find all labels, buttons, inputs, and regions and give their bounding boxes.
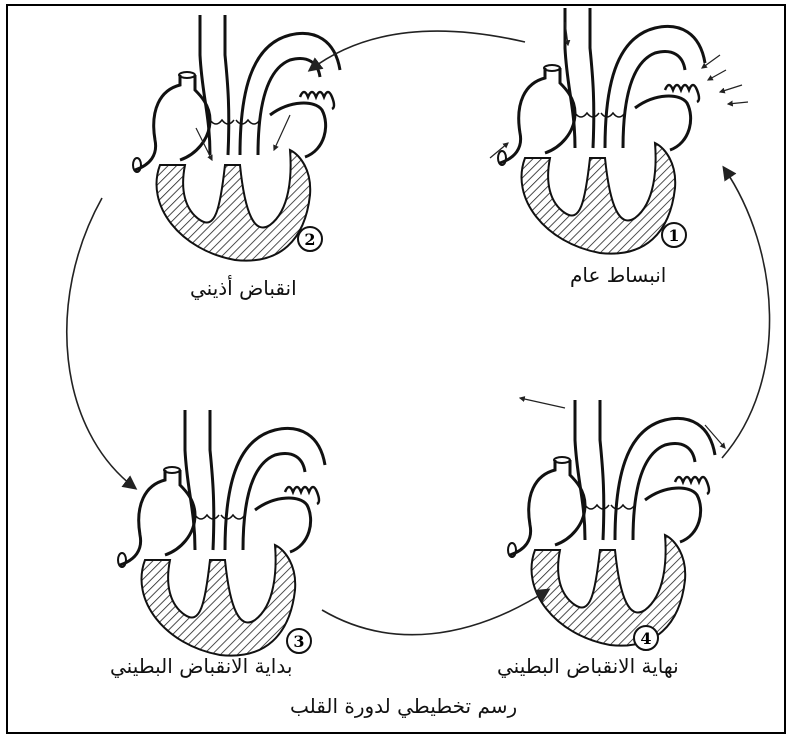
stage-label-3: بداية الانقباض البطيني [110,654,292,678]
stage-badge-3: 3 [286,628,312,654]
stage-badge-2: 2 [297,226,323,252]
stage-label-2: انقباض أذيني [190,276,297,300]
arrow-3-to-4 [322,590,548,635]
stage-badge-4: 4 [633,625,659,651]
heart-stage-3 [118,410,325,656]
stage-label-4: نهاية الانقباض البطيني [497,654,679,678]
stage-label-1: انبساط عام [570,263,666,287]
cycle-arrows [67,31,770,635]
heart-stage-1 [498,8,705,254]
arrow-4-to-1 [722,168,770,458]
stage-badge-1: 1 [661,222,687,248]
heart-stage-2 [133,15,340,261]
inflow-arrows [490,22,748,158]
arrow-1-to-2 [310,31,525,70]
diagram-title: رسم تخطيطي لدورة القلب [290,694,517,718]
arrow-2-to-3 [67,198,135,488]
heart-stage-4 [508,400,715,646]
